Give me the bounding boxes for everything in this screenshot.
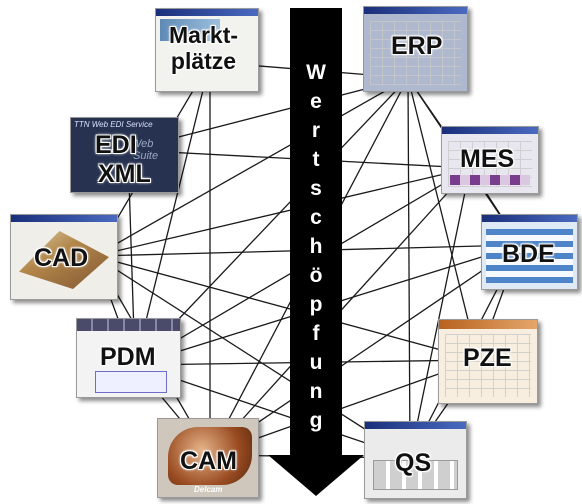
edi-screen-web: Web <box>131 138 154 150</box>
connection-mes-cad <box>94 167 471 257</box>
value-chain-letter: p <box>309 293 323 316</box>
connection-erp-qs <box>407 77 411 459</box>
connection-mes-qs <box>409 167 471 459</box>
connection-cad-pze <box>94 255 479 361</box>
value-chain-letter: t <box>312 148 320 171</box>
node-edi-label-1: EDI <box>95 131 137 159</box>
connection-bde-cam <box>209 244 521 456</box>
connection-cad-qs <box>94 255 411 459</box>
node-cam-label: CAM <box>180 447 237 475</box>
value-chain-letter: s <box>310 177 322 200</box>
node-pze <box>438 319 538 404</box>
value-chain-letter: f <box>312 322 320 345</box>
node-marktplatze-label: Markt- plätze <box>169 22 238 74</box>
node-mes <box>441 126 539 194</box>
value-chain-letter: u <box>309 351 323 374</box>
connection-erp-pdm <box>134 77 409 366</box>
value-chain-letter: W <box>306 61 326 84</box>
connection-erp-pze <box>407 77 479 361</box>
node-cam: Delcam <box>157 418 259 498</box>
node-cad <box>10 214 118 300</box>
node-cad-label: CAD <box>34 244 89 272</box>
cam-screen-brand: Delcam <box>194 485 223 494</box>
node-erp <box>363 6 468 92</box>
value-chain-letter: e <box>310 90 322 113</box>
value-chain-letter: n <box>309 380 323 403</box>
value-chain-letter: c <box>310 206 322 229</box>
edi-screen-title: TTN Web EDI Service <box>74 120 153 129</box>
connection-erp-cad <box>94 77 409 257</box>
node-marktplatze <box>155 8 259 92</box>
node-erp-label: ERP <box>391 32 443 60</box>
edi-screen-suite: Suite <box>133 150 159 162</box>
connection-marktplatze-pdm <box>134 61 211 366</box>
value-chain-letter: g <box>309 409 323 432</box>
node-pdm <box>76 318 181 398</box>
value-chain-letter: ö <box>309 264 323 287</box>
marktplatze-label-line-1: Markt- <box>169 22 239 48</box>
node-mes-label: MES <box>460 145 515 173</box>
node-edi-label-2: XML <box>98 160 151 188</box>
node-pdm-label: PDM <box>100 343 156 371</box>
node-edi: TTN Web EDI Service Web Suite <box>70 117 179 193</box>
value-chain-letter: r <box>311 119 321 142</box>
marktplatze-label-line-2: plätze <box>170 48 237 74</box>
node-bde-label: BDE <box>502 240 555 268</box>
node-bde <box>481 214 578 290</box>
node-qs-label: QS <box>395 449 432 477</box>
node-qs <box>364 421 467 499</box>
node-pze-label: PZE <box>463 344 512 372</box>
value-chain-letter: h <box>309 235 323 258</box>
